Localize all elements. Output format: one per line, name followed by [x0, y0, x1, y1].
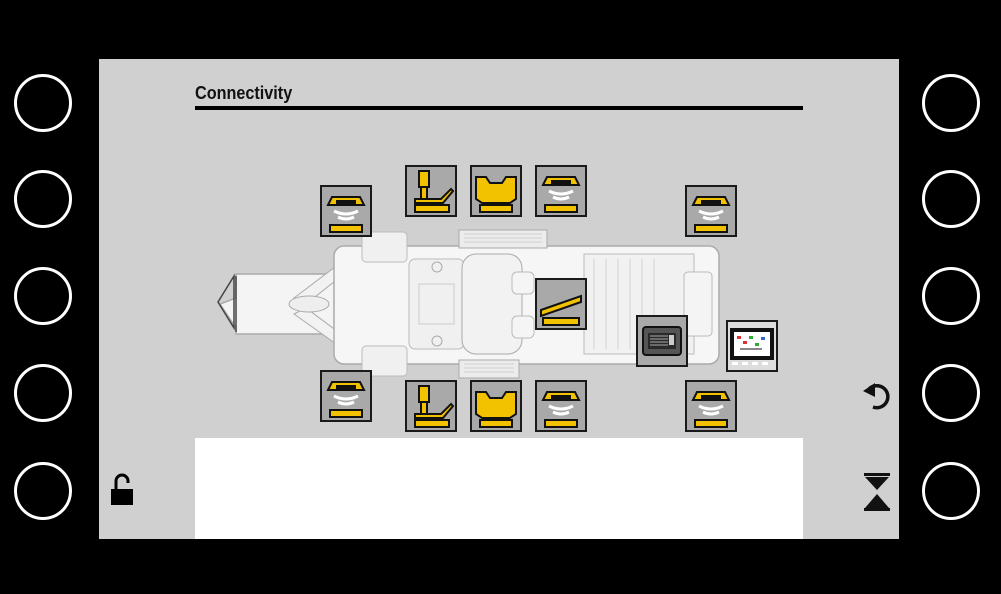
- collapse-arrows-icon[interactable]: [863, 473, 891, 511]
- tile-wireless-sensor-front-left-bottom[interactable]: [320, 370, 372, 422]
- wireless-sensor-icon: [326, 196, 366, 233]
- tile-display-terminal[interactable]: [726, 320, 778, 372]
- message-area: [195, 438, 803, 539]
- softkey-left-3[interactable]: [14, 267, 72, 325]
- seat-icon: [475, 391, 517, 428]
- title-divider: [195, 106, 803, 110]
- tile-wireless-sensor-rear-right-bottom[interactable]: [685, 380, 737, 432]
- tile-control-module[interactable]: [636, 315, 688, 367]
- undo-icon[interactable]: [861, 377, 895, 411]
- throttle-lever-icon: [540, 294, 582, 326]
- page-title: Connectivity: [195, 83, 293, 103]
- softkey-right-5[interactable]: [922, 462, 980, 520]
- wireless-sensor-icon: [326, 381, 366, 418]
- display-terminal-icon: [728, 322, 776, 370]
- tile-wireless-sensor-front-left-top[interactable]: [320, 185, 372, 237]
- softkey-right-3[interactable]: [922, 267, 980, 325]
- display-screen: Connectivity: [99, 59, 899, 539]
- softkey-right-4[interactable]: [922, 364, 980, 422]
- tile-throttle-lever[interactable]: [535, 278, 587, 330]
- softkey-left-5[interactable]: [14, 462, 72, 520]
- tile-seat-bottom[interactable]: [470, 380, 522, 432]
- tile-wireless-sensor-rear-right-top[interactable]: [685, 185, 737, 237]
- seat-icon: [475, 176, 517, 213]
- joystick-icon: [414, 170, 455, 213]
- softkey-right-2[interactable]: [922, 170, 980, 228]
- tile-joystick-bottom[interactable]: [405, 380, 457, 432]
- control-module-icon: [642, 326, 682, 356]
- tile-wireless-sensor-bottom-center[interactable]: [535, 380, 587, 432]
- softkey-left-2[interactable]: [14, 170, 72, 228]
- unlock-icon[interactable]: [110, 473, 134, 507]
- tile-joystick-top[interactable]: [405, 165, 457, 217]
- wireless-sensor-icon: [691, 391, 731, 428]
- softkey-left-1[interactable]: [14, 74, 72, 132]
- joystick-icon: [414, 385, 455, 428]
- tile-seat-top[interactable]: [470, 165, 522, 217]
- wireless-sensor-icon: [541, 176, 581, 213]
- tile-wireless-sensor-top-center[interactable]: [535, 165, 587, 217]
- wireless-sensor-icon: [541, 391, 581, 428]
- softkey-left-4[interactable]: [14, 364, 72, 422]
- softkey-right-1[interactable]: [922, 74, 980, 132]
- wireless-sensor-icon: [691, 196, 731, 233]
